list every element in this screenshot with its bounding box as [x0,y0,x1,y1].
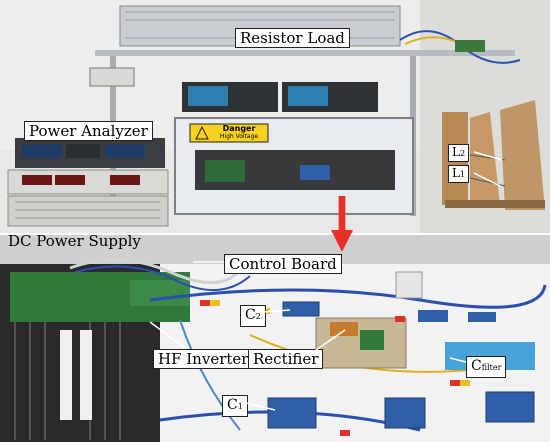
top-photo [0,0,550,234]
label-resistor-load: Resistor Load [235,28,350,48]
label-control-board: Control Board [224,254,342,274]
label-c1-main: C [227,397,238,413]
label-l2-sub: 2 [459,149,466,158]
danger-sign-line2: High Voltage [219,133,259,140]
label-l1-main: L [452,166,460,180]
label-l1: L1 [448,165,470,183]
label-l2: L2 [448,144,470,162]
label-c1: C1 [222,395,248,417]
label-hf-inverter: HF Inverter [153,349,254,369]
label-l1-sub: 1 [459,170,466,179]
label-c2: C2 [240,305,266,327]
label-l2-main: L [452,145,460,159]
label-c1-sub: 1 [237,402,243,411]
label-rectifier: Rectifier [248,349,324,369]
label-cfilter: Cfilter [466,356,507,378]
label-power-analyzer: Power Analyzer [24,121,153,141]
label-cfilter-sub: filter [481,363,502,372]
danger-sign: Danger High Voltage [212,124,266,141]
label-dc-power-supply: DC Power Supply [8,232,141,250]
label-c2-main: C [245,307,256,323]
danger-sign-line1: Danger [222,124,256,133]
label-c2-sub: 2 [255,312,261,321]
label-cfilter-main: C [471,358,482,374]
transition-arrow [331,196,353,252]
